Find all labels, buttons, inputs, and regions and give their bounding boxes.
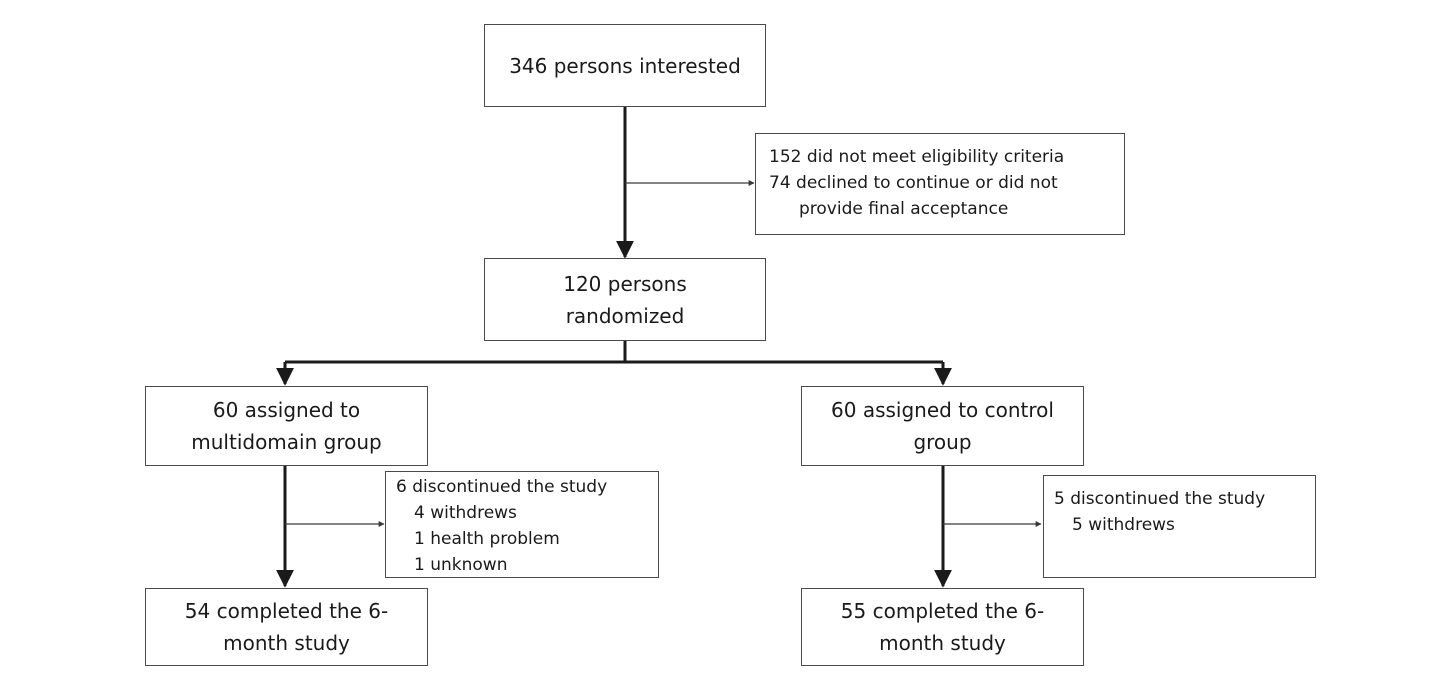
box-text-line: 6 discontinued the study [396, 477, 608, 497]
box-multidomain-completed: 54 completed the 6- month study [145, 588, 428, 666]
box-text-line: group [913, 430, 972, 454]
box-text-line: 120 persons [563, 271, 687, 296]
box-multidomain-group: 60 assigned to multidomain group [145, 386, 428, 466]
box-text-line: 4 withdrews [414, 503, 517, 523]
box-text-line: 152 did not meet eligibility criteria [769, 147, 1065, 167]
box-text-line: 1 health problem [414, 529, 560, 549]
box-control-group: 60 assigned to control group [801, 386, 1084, 466]
box-text-line: 60 assigned to [212, 398, 361, 422]
box-excluded: 152 did not meet eligibility criteria 74… [755, 133, 1125, 235]
box-multidomain-discontinued: 6 discontinued the study 4 withdrews 1 h… [385, 471, 659, 578]
box-persons-interested: 346 persons interested [484, 24, 766, 107]
box-text-line: 60 assigned to control [831, 398, 1054, 422]
box-randomized: 120 persons randomized [484, 258, 766, 341]
box-control-discontinued: 5 discontinued the study 5 withdrews [1043, 475, 1316, 578]
box-text-line: randomized [565, 303, 685, 328]
box-text-line: month study [223, 631, 350, 655]
box-text-line: 1 unknown [414, 555, 508, 575]
box-text-line: 5 withdrews [1072, 515, 1175, 535]
box-text-line: 346 persons interested [509, 53, 741, 78]
box-text-line: provide final acceptance [799, 199, 1009, 219]
box-text-line: 74 declined to continue or did not [769, 173, 1058, 193]
box-text-line: 54 completed the 6- [184, 599, 389, 623]
box-control-completed: 55 completed the 6- month study [801, 588, 1084, 666]
box-text-line: 5 discontinued the study [1054, 489, 1266, 509]
box-text-line: month study [879, 631, 1006, 655]
box-text-line: multidomain group [191, 430, 382, 454]
box-text-line: 55 completed the 6- [840, 599, 1045, 623]
